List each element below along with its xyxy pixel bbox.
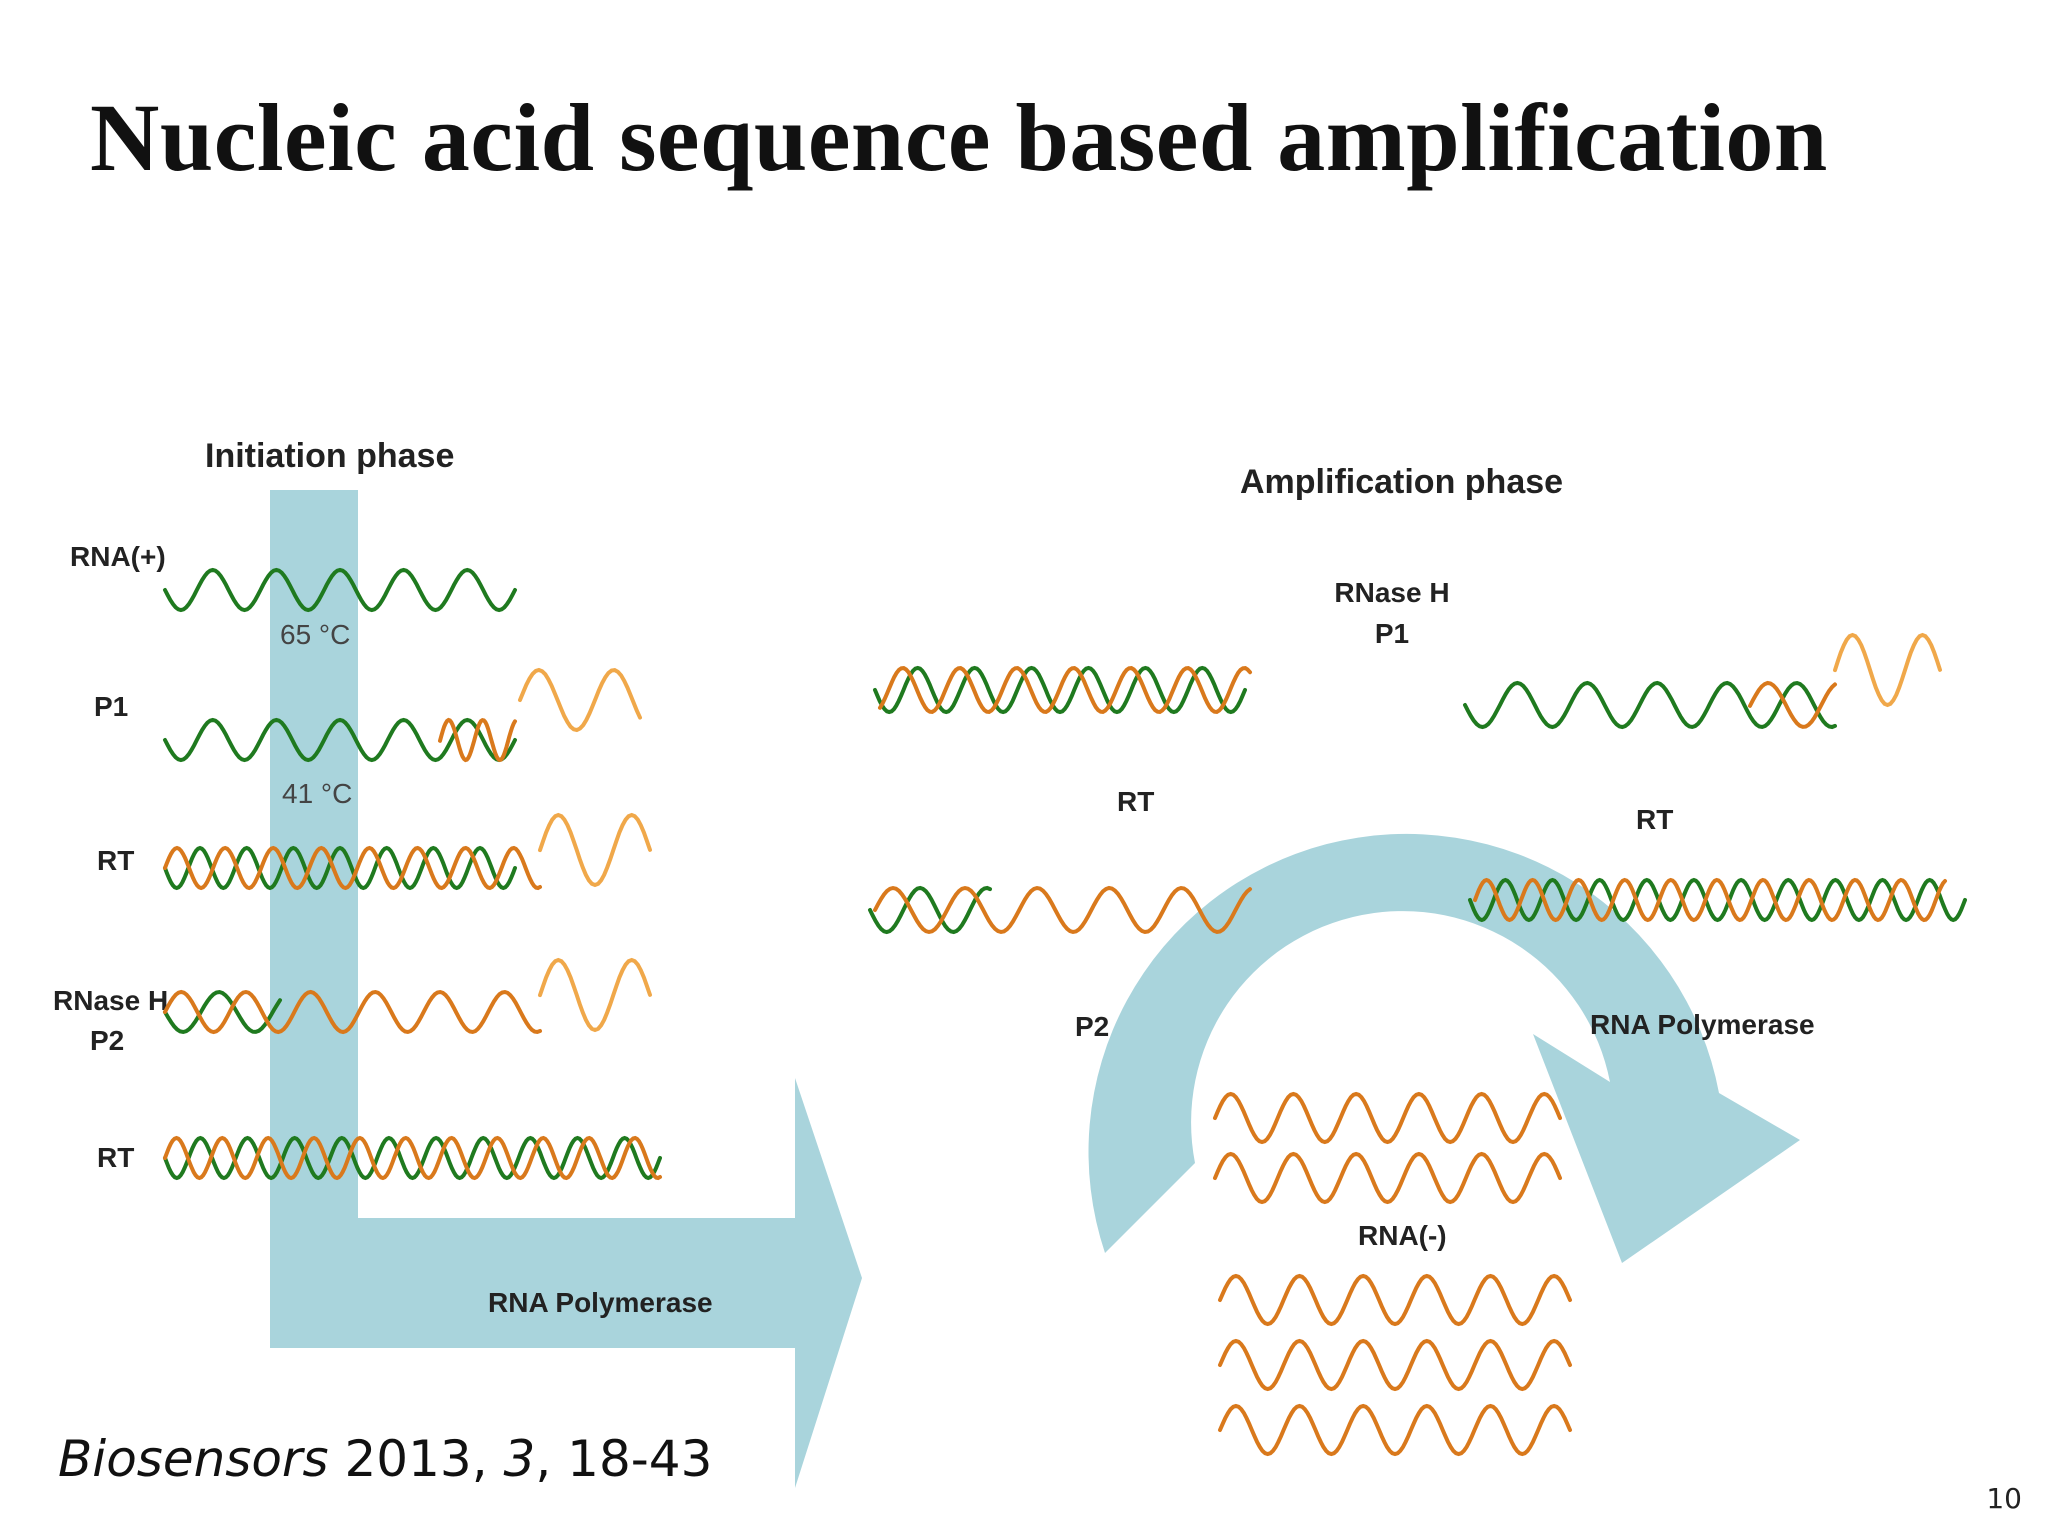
initiation-phase-title: Initiation phase <box>205 437 454 475</box>
amp-duplex-mid-right <box>1468 877 1967 923</box>
amplification-cycle-arrow <box>1088 833 1800 1263</box>
rna-plus-strand <box>163 567 517 613</box>
p1-orange-wave <box>438 717 517 763</box>
citation: Biosensors 2013, 3, 18-43 <box>58 1430 713 1488</box>
row-label-p1: P1 <box>94 691 128 722</box>
rt-2-orange-wave <box>163 1135 662 1181</box>
amp-strand-mid-left <box>868 885 1252 935</box>
amp-top-right-green <box>1463 680 1837 730</box>
rt-1-orange-wave <box>163 845 542 891</box>
temp-label-low: 41 °C <box>282 778 352 809</box>
amp-top-left-orange <box>878 666 1252 714</box>
rnase-h-p2-strand <box>163 957 652 1035</box>
rt-1-green-wave <box>163 845 517 891</box>
p1-green-wave <box>163 717 517 763</box>
amplification-phase-title: Amplification phase <box>1240 463 1563 501</box>
p1-strand <box>163 667 642 763</box>
amp-top-right-primer-tail <box>1833 632 1942 708</box>
rnase-h-orange-wave <box>163 989 542 1035</box>
rt-1-duplex <box>163 812 652 891</box>
rna-minus-wave-2 <box>1213 1151 1562 1205</box>
amp-top-right-orange <box>1748 680 1837 729</box>
row-label-p2: P2 <box>90 1025 124 1056</box>
amp-mid-right-orange <box>1473 877 1947 923</box>
rna-minus-products <box>1213 1091 1572 1457</box>
amp-mid-left-green <box>868 885 992 935</box>
initiation-arrow-label: RNA Polymerase <box>488 1287 713 1318</box>
rt-2-duplex <box>163 1135 662 1181</box>
citation-year: 2013 <box>344 1430 472 1488</box>
initiation-arrow-shape <box>270 490 862 1488</box>
cycle-label-p1: P1 <box>1375 618 1409 649</box>
citation-pages: 18-43 <box>567 1430 713 1488</box>
temp-label-high: 65 °C <box>280 619 350 650</box>
amp-mid-left-orange <box>873 885 1252 935</box>
rna-plus-wave <box>163 567 517 613</box>
rna-minus-wave-3 <box>1218 1273 1572 1327</box>
rnase-h-primer-tail <box>538 957 652 1033</box>
rt-2-green-wave <box>163 1135 662 1181</box>
cycle-label-p2: P2 <box>1075 1011 1109 1042</box>
cycle-label-rt-right: RT <box>1636 804 1673 835</box>
amp-duplex-top-left <box>873 665 1252 715</box>
cycle-label-rna-polymerase: RNA Polymerase <box>1590 1009 1815 1040</box>
row-label-rt-2: RT <box>97 1142 134 1173</box>
amp-strand-top-right <box>1463 632 1942 730</box>
rna-minus-wave-4 <box>1218 1338 1572 1392</box>
amp-top-left-green <box>873 665 1247 715</box>
citation-volume: 3 <box>503 1430 536 1488</box>
rna-minus-wave-1 <box>1213 1091 1562 1145</box>
rt-1-primer-tail <box>538 812 652 888</box>
cycle-label-rt-left: RT <box>1117 786 1154 817</box>
rnase-h-green-fragment <box>163 989 282 1035</box>
citation-journal: Biosensors <box>58 1430 329 1488</box>
slide-title: Nucleic acid sequence based amplificatio… <box>90 84 1828 191</box>
amp-mid-right-green <box>1468 877 1967 923</box>
page-number: 10 <box>1986 1482 2022 1515</box>
cycle-label-rnase-h: RNase H <box>1334 577 1449 608</box>
rna-minus-wave-5 <box>1218 1403 1572 1457</box>
row-label-rnase-h: RNase H <box>53 985 168 1016</box>
row-label-rt-1: RT <box>97 845 134 876</box>
p1-primer-tail <box>518 667 642 733</box>
row-label-rna-plus: RNA(+) <box>70 541 166 572</box>
cycle-label-rna-minus: RNA(-) <box>1358 1220 1447 1251</box>
